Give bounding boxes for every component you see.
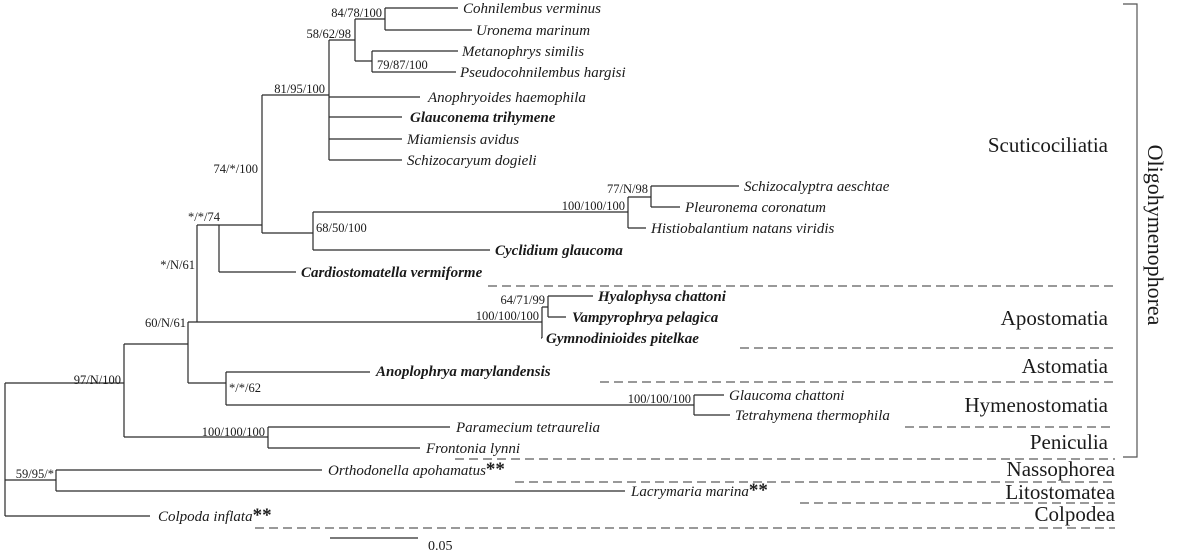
group-label-colpodea: Colpodea	[1035, 502, 1116, 526]
taxon-label: Schizocaryum dogieli	[407, 153, 537, 169]
support-value: 100/100/100	[562, 199, 625, 213]
scale-bar-label: 0.05	[428, 539, 453, 554]
scale-bar: 0.05	[330, 537, 453, 554]
branch-node-d	[196, 224, 542, 323]
support-value: 84/78/100	[331, 6, 382, 20]
taxon-label: Cardiostomatella vermiforme	[301, 265, 483, 281]
group-label-nassophorea: Nassophorea	[1007, 457, 1116, 481]
taxon-label: Frontonia lynni	[425, 441, 520, 457]
support-value: */*/74	[188, 210, 221, 224]
clade-label: Oligohymenophorea	[1143, 145, 1168, 326]
branch-apostomatia	[541, 306, 548, 339]
taxon-label: Uronema marinum	[476, 23, 590, 39]
branch-node-l	[384, 7, 472, 31]
group-label-peniculia: Peniculia	[1030, 430, 1109, 454]
branch-node-e	[218, 224, 296, 273]
branch-node-k	[354, 18, 385, 62]
support-value: 79/87/100	[377, 58, 428, 72]
support-value: 68/50/100	[316, 221, 367, 235]
branch-apo-inner	[547, 295, 593, 318]
branch-node-c	[187, 321, 226, 384]
branch-node-h	[627, 196, 651, 229]
branch-node-m	[371, 50, 458, 73]
taxon-label: Metanophrys similis	[461, 44, 584, 60]
support-value: 59/95/*	[16, 467, 54, 481]
taxon-label: Glauconema trihymene	[410, 110, 556, 126]
taxon-label: Gymnodinioides pitelkae	[546, 331, 699, 347]
taxon-label: Lacrymaria marina**	[630, 480, 768, 501]
group-label-astomatia: Astomatia	[1022, 354, 1109, 378]
taxon-label: Pseudocohnilembus hargisi	[459, 65, 626, 81]
branch-node-j	[328, 39, 420, 161]
support-value: 97/N/100	[74, 373, 121, 387]
group-label-apostomatia: Apostomatia	[1001, 306, 1109, 330]
branch-node-f	[261, 94, 329, 234]
support-value: 77/N/98	[607, 182, 648, 196]
taxon-label: Paramecium tetraurelia	[455, 420, 600, 436]
taxon-label: Colpoda inflata**	[158, 505, 272, 526]
taxon-label: Hyalophysa chattoni	[597, 289, 727, 305]
taxon-label: Glaucoma chattoni	[729, 388, 844, 404]
branch-node-g	[312, 211, 628, 251]
taxon-label: Tetrahymena thermophila	[735, 408, 890, 424]
support-value: 100/100/100	[628, 392, 691, 406]
taxon-label: Anoplophrya marylandensis	[375, 364, 551, 380]
support-value: 100/100/100	[202, 425, 265, 439]
taxon-label: Schizocalyptra aeschtae	[744, 179, 890, 195]
support-value: */N/61	[160, 258, 195, 272]
tree-branches	[4, 7, 739, 517]
taxon-label: Anophryoides haemophila	[427, 90, 586, 106]
taxon-label: Histiobalantium natans viridis	[650, 221, 835, 237]
branch-root	[4, 382, 150, 517]
taxon-labels: Cohnilembus verminus Uronema marinum Met…	[158, 1, 890, 526]
support-value: 64/71/99	[501, 293, 545, 307]
group-label-scuticociliatia: Scuticociliatia	[988, 133, 1109, 157]
branch-node-i	[650, 185, 739, 208]
support-value: 74/*/100	[214, 162, 258, 176]
taxon-label: Miamiensis avidus	[406, 132, 519, 148]
support-value: 81/95/100	[274, 82, 325, 96]
support-values: 84/78/100 58/62/98 79/87/100 81/95/100 7…	[16, 6, 691, 481]
branch-oligo	[123, 343, 268, 438]
taxon-label: Cyclidium glaucoma	[495, 243, 623, 259]
group-labels: Scuticociliatia Apostomatia Astomatia Hy…	[965, 133, 1116, 526]
support-value: 100/100/100	[476, 309, 539, 323]
support-value: */*/62	[229, 381, 261, 395]
group-label-hymenostomatia: Hymenostomatia	[965, 393, 1109, 417]
taxon-label: Vampyrophrya pelagica	[572, 310, 719, 326]
group-separators	[255, 285, 1115, 529]
clade-bracket	[1123, 3, 1138, 458]
branch-peniculia	[267, 426, 450, 449]
group-label-litostomatea: Litostomatea	[1005, 480, 1115, 504]
branch-hymenostomatia	[693, 394, 730, 416]
taxon-label: Pleuronema coronatum	[684, 200, 826, 216]
taxon-label: Orthodonella apohamatus**	[328, 459, 505, 480]
taxon-label: Cohnilembus verminus	[463, 1, 601, 17]
support-value: 58/62/98	[307, 27, 351, 41]
branch-nasso-lito	[55, 469, 625, 492]
branch-ast-hym	[225, 371, 694, 406]
support-value: 60/N/61	[145, 316, 186, 330]
